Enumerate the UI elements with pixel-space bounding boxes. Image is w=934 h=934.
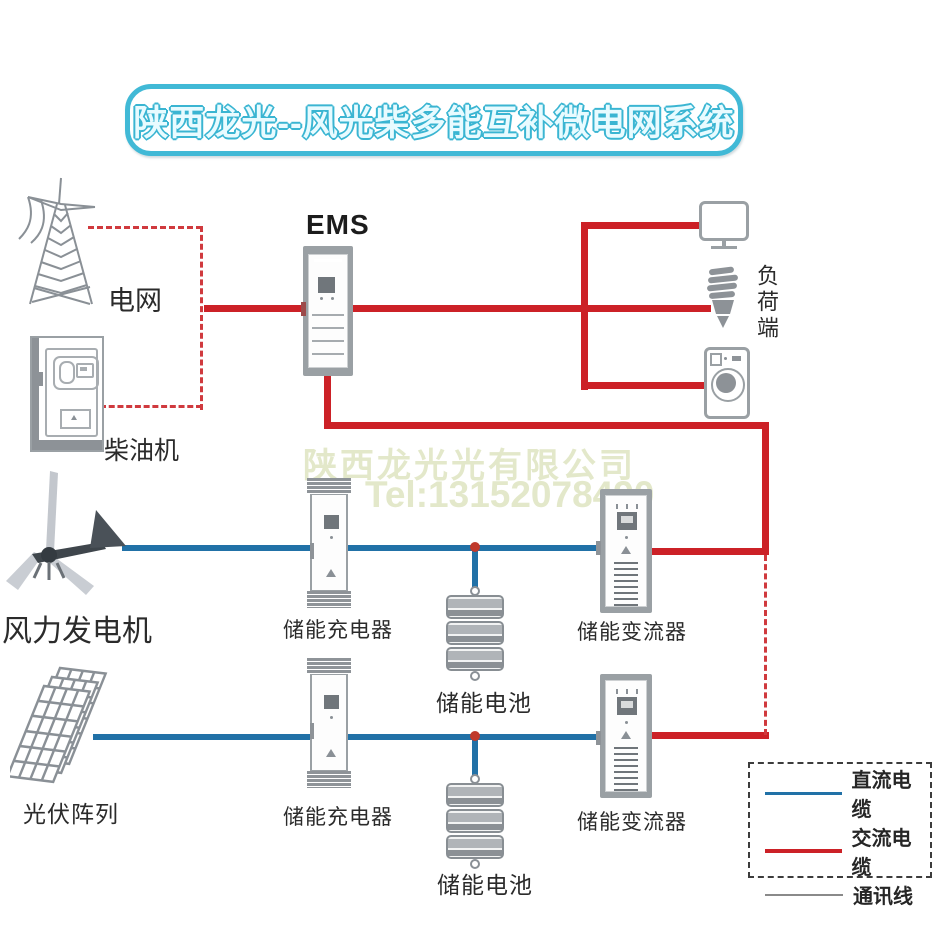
watermark-company: 陕西龙光光有限公司: [303, 447, 636, 485]
legend-box: 直流电缆 交流电缆 通讯线: [748, 762, 932, 908]
ems-cabinet-icon: [301, 246, 353, 376]
legend-ac-line: [765, 849, 842, 853]
legend-comm-label: 通讯线: [853, 886, 913, 908]
diesel-panel: [53, 356, 99, 390]
comm-dash-right-riser: [764, 555, 767, 735]
wind-turbine-icon: [6, 471, 126, 595]
dc-cable-battery2-drop: [472, 737, 478, 776]
grid-label: 电网: [108, 286, 162, 317]
load-label: 负荷端: [754, 264, 779, 342]
charger-row2-label: 储能充电器: [283, 806, 393, 829]
cfl-bulb-icon: [707, 266, 738, 328]
diesel-label: 柴油机: [104, 436, 180, 465]
monitor-icon: [699, 201, 749, 249]
junction-dot-row2: [470, 731, 480, 741]
diesel-vent: [60, 409, 91, 429]
comm-dash-diesel: [100, 405, 202, 408]
diesel-side-strip: [32, 338, 39, 450]
ac-cable-mid: [324, 422, 769, 429]
page-title: 陕西龙光--风光柴多能互补微电网系统: [133, 103, 735, 143]
converter-row2-label: 储能变流器: [577, 811, 687, 834]
ac-cable-main: [204, 305, 711, 312]
diesel-base: [32, 440, 102, 450]
legend-row-dc: 直流电缆: [750, 764, 930, 822]
dc-cable-battery1-drop: [472, 548, 478, 588]
converter-vent-grille: [614, 747, 638, 791]
battery-row2-label: 储能电池: [437, 872, 533, 898]
pv-array-icon: [10, 666, 107, 784]
dc-cable-row1: [122, 545, 600, 551]
legend-dc-label: 直流电缆: [851, 770, 912, 821]
title-banner: 陕西龙光--风光柴多能互补微电网系统: [125, 84, 743, 156]
charger-cabinet-row1-icon: [307, 478, 351, 608]
battery-row1-label: 储能电池: [436, 690, 532, 716]
pv-label: 光伏阵列: [23, 801, 119, 827]
legend-row-ac: 交流电缆: [750, 822, 930, 880]
diesel-door: [39, 348, 99, 437]
washing-machine-icon: [704, 347, 750, 419]
ac-cable-washer-branch: [581, 382, 706, 389]
ems-rack-shelves: [312, 303, 344, 364]
converter-cabinet-row1-icon: [596, 489, 652, 613]
diesel-generator-icon: [30, 336, 104, 452]
ac-cable-right-riser: [762, 422, 769, 555]
converter-row1-label: 储能变流器: [577, 621, 687, 644]
ems-label: EMS: [306, 209, 370, 240]
ac-cable-monitor-branch: [581, 222, 702, 229]
comm-dash-grid: [88, 226, 202, 229]
comm-dash-left-riser: [200, 226, 203, 410]
legend-dc-line: [765, 791, 842, 795]
converter-vent-grille: [614, 562, 638, 606]
wind-label: 风力发电机: [2, 614, 152, 649]
battery-stack-row1-icon: [446, 586, 504, 681]
legend-ac-label: 交流电缆: [851, 828, 912, 879]
junction-dot-row1: [470, 542, 480, 552]
legend-row-comm: 通讯线: [750, 880, 930, 909]
charger-row1-label: 储能充电器: [283, 619, 393, 642]
ac-cable-ems-down: [324, 374, 331, 429]
legend-comm-line: [765, 893, 843, 896]
charger-cabinet-row2-icon: [307, 658, 351, 788]
ac-cable-converter2: [650, 732, 769, 739]
ac-cable-converter1: [650, 548, 769, 555]
battery-stack-row2-icon: [446, 774, 504, 869]
grid-tower-icon: [18, 177, 96, 305]
ac-cable-load-bus: [581, 222, 588, 390]
converter-cabinet-row2-icon: [596, 674, 652, 798]
ems-display: [318, 277, 335, 293]
